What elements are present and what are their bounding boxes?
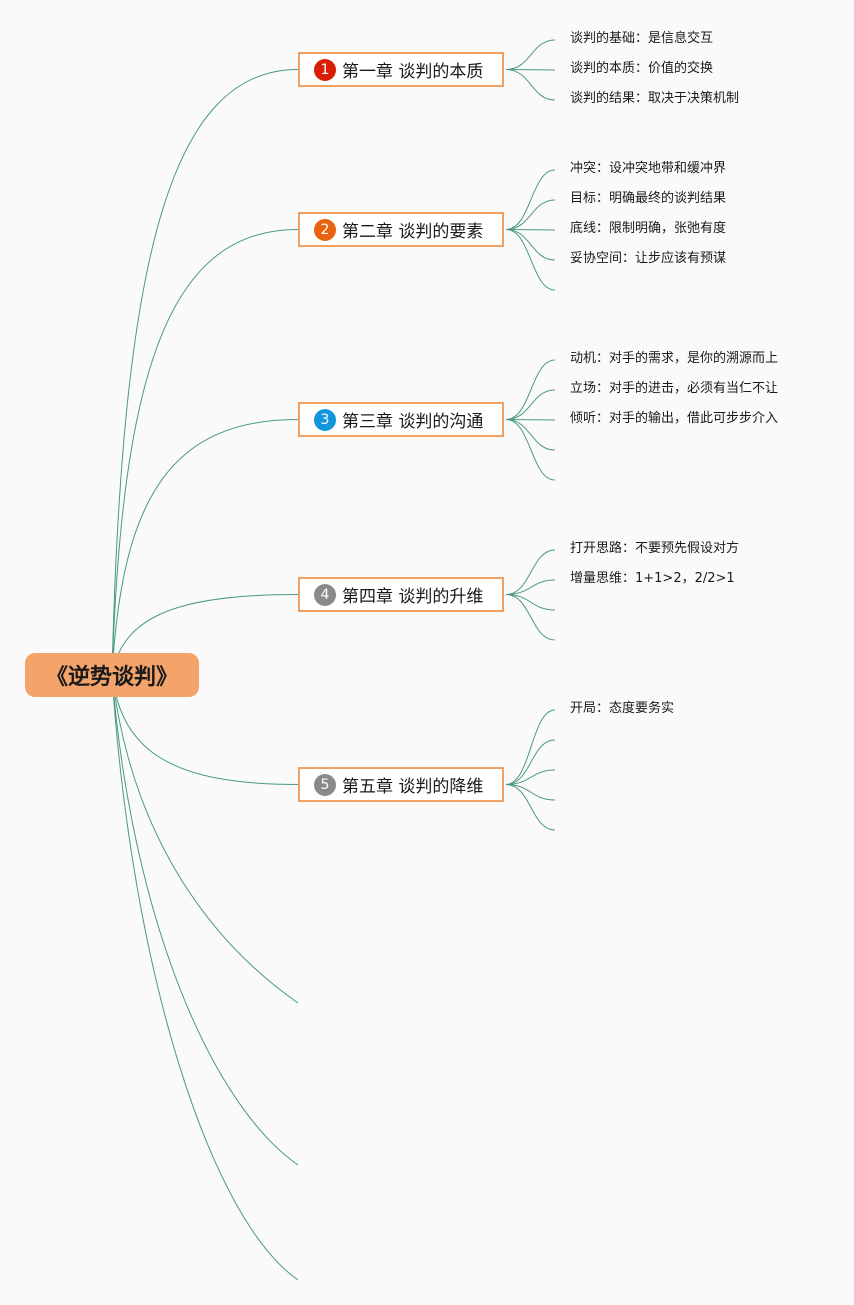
chapter-3-leaf-3[interactable]: 倾听：对手的输出，借此可步步介入 — [570, 411, 779, 426]
chapter-2-leaf-3-line — [505, 229, 556, 231]
root-node[interactable]: 《逆势谈判》 — [25, 653, 199, 697]
chapter-5-leaf-3-line — [505, 769, 556, 785]
chapter-2-title: 第二章 谈判的要素 — [342, 222, 484, 242]
chapter-1-leaf-3-line — [505, 69, 556, 101]
chapter-5-title: 第五章 谈判的降维 — [342, 777, 484, 797]
chapter-4-node[interactable]: 4 第四章 谈判的升维 — [298, 577, 504, 612]
chapter-5-number-badge: 5 — [314, 773, 336, 796]
root-empty-branch-1-line — [111, 674, 299, 1004]
chapter-3-leaf-2-line — [505, 389, 556, 420]
chapter-5-node[interactable]: 5 第五章 谈判的降维 — [298, 767, 504, 802]
chapter-3-leaf-2[interactable]: 立场：对手的进击，必须有当仁不让 — [570, 381, 779, 396]
chapter-1-leaf-1[interactable]: 谈判的基础：是信息交互 — [570, 31, 714, 46]
chapter-4-title: 第四章 谈判的升维 — [342, 587, 484, 607]
root-to-chapter-3-line — [111, 419, 299, 676]
chapter-2-leaf-3[interactable]: 底线：限制明确，张弛有度 — [570, 221, 727, 236]
chapter-2-leaf-4-line — [505, 229, 556, 261]
chapter-2-leaf-5-line — [505, 229, 556, 291]
root-to-chapter-1-line — [111, 69, 299, 676]
chapter-3-leaf-1-line — [505, 359, 556, 420]
chapter-5-leaf-4-line — [505, 784, 556, 801]
chapter-1-node[interactable]: 1 第一章 谈判的本质 — [298, 52, 504, 87]
chapter-2-leaf-2-line — [505, 199, 556, 230]
chapter-3-number-badge: 3 — [314, 408, 336, 431]
chapter-3-leaf-3-line — [505, 419, 556, 421]
chapter-4-leaf-3-line — [505, 594, 556, 611]
chapter-3-leaf-4-line — [505, 419, 556, 451]
chapter-1-leaf-3[interactable]: 谈判的结果：取决于决策机制 — [570, 91, 740, 106]
root-to-chapter-2-line — [111, 229, 299, 676]
chapter-2-leaf-4[interactable]: 妥协空间：让步应该有预谋 — [570, 251, 727, 266]
root-empty-branch-2-line — [111, 674, 299, 1166]
chapter-3-leaf-1[interactable]: 动机：对手的需求，是你的溯源而上 — [570, 351, 779, 366]
chapter-1-leaf-1-line — [505, 39, 556, 70]
chapter-1-leaf-2[interactable]: 谈判的本质：价值的交换 — [570, 61, 714, 76]
chapter-5-leaf-5-line — [505, 784, 556, 831]
chapter-1-leaf-2-line — [505, 69, 556, 71]
chapter-2-leaf-1-line — [505, 169, 556, 230]
chapter-3-leaf-5-line — [505, 419, 556, 481]
chapter-4-leaf-2-line — [505, 579, 556, 595]
chapter-2-leaf-2[interactable]: 目标：明确最终的谈判结果 — [570, 191, 727, 206]
root-to-chapter-5-line — [111, 674, 299, 785]
chapter-5-leaf-1-line — [505, 709, 556, 785]
chapter-5-leaf-1[interactable]: 开局：态度要务实 — [570, 701, 675, 716]
chapter-4-leaf-2[interactable]: 增量思维：1+1>2，2/2>1 — [570, 571, 735, 586]
root-empty-branch-3-line — [111, 674, 299, 1281]
chapter-2-leaf-1[interactable]: 冲突：设冲突地带和缓冲界 — [570, 161, 727, 176]
chapter-3-node[interactable]: 3 第三章 谈判的沟通 — [298, 402, 504, 437]
chapter-4-number-badge: 4 — [314, 583, 336, 606]
chapter-1-title: 第一章 谈判的本质 — [342, 62, 484, 82]
chapter-3-title: 第三章 谈判的沟通 — [342, 412, 484, 432]
chapter-5-leaf-2-line — [505, 739, 556, 785]
chapter-4-leaf-1[interactable]: 打开思路：不要预先假设对方 — [570, 541, 740, 556]
chapter-4-leaf-4-line — [505, 594, 556, 641]
chapter-1-number-badge: 1 — [314, 58, 336, 81]
chapter-2-number-badge: 2 — [314, 218, 336, 241]
chapter-2-node[interactable]: 2 第二章 谈判的要素 — [298, 212, 504, 247]
chapter-4-leaf-1-line — [505, 549, 556, 595]
